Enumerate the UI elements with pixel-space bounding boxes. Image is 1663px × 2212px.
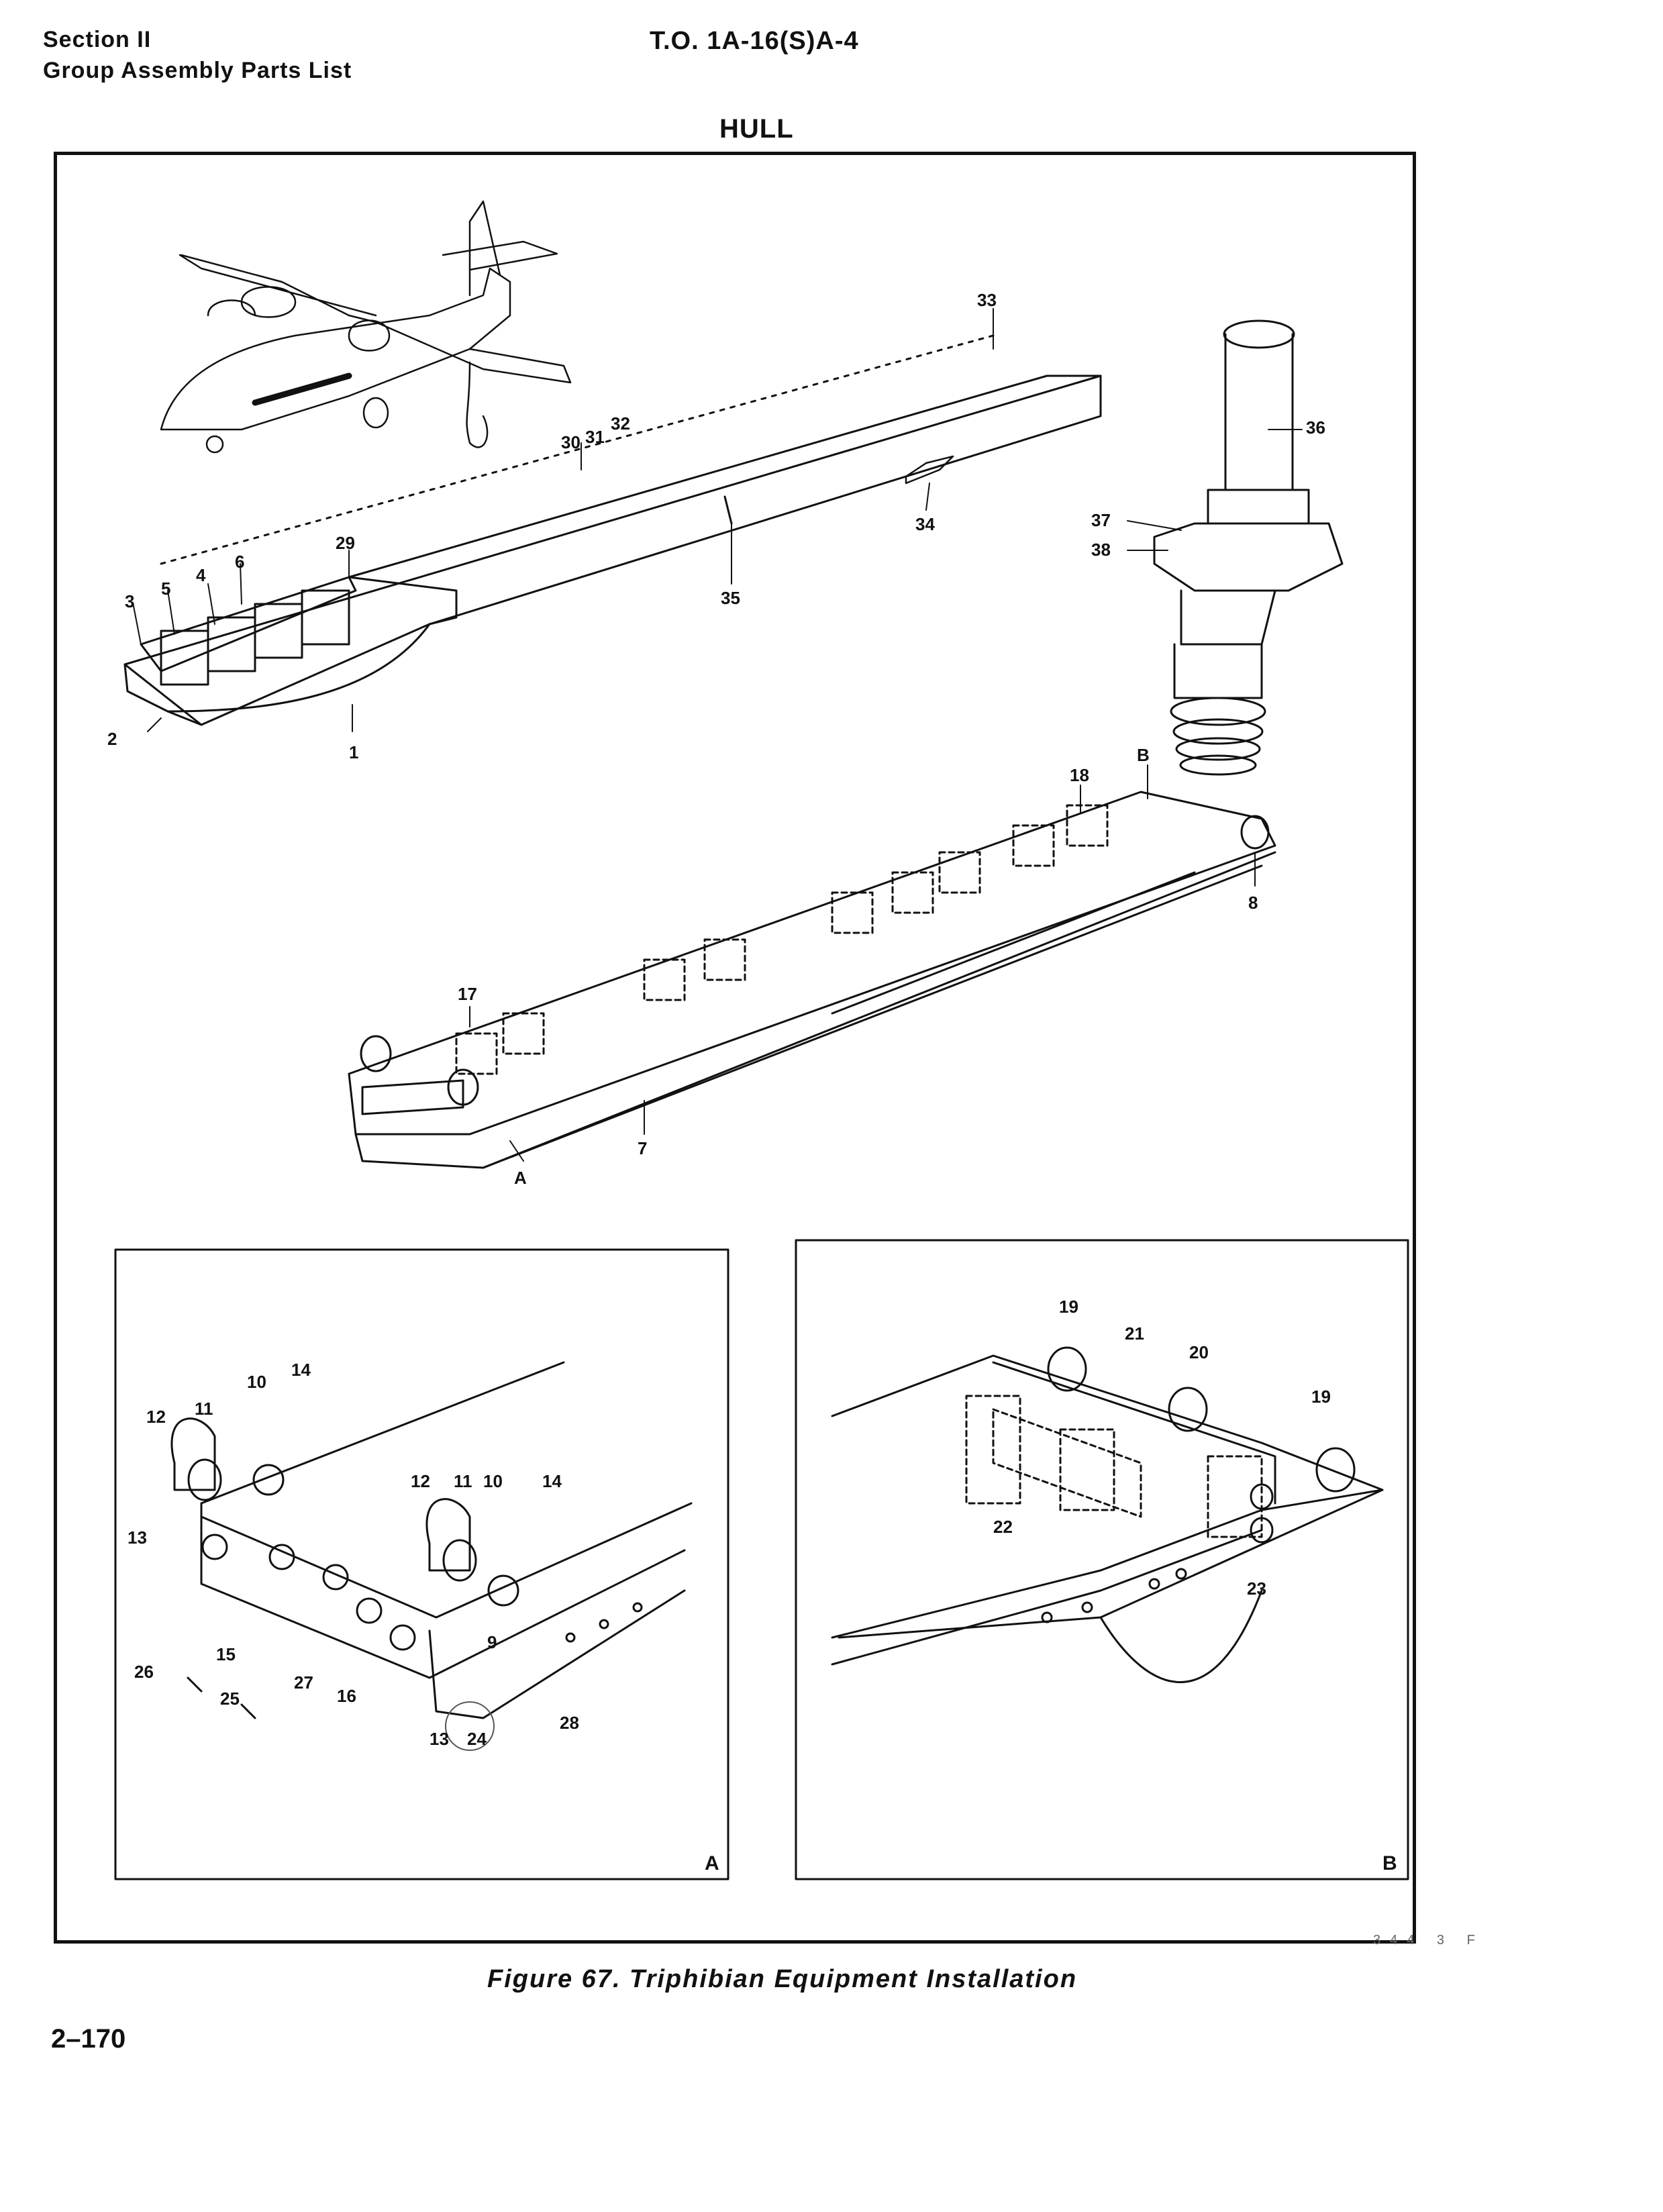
callout-b-19b: 19 xyxy=(1311,1387,1331,1407)
figure-caption: Figure 67. Triphibian Equipment Installa… xyxy=(487,1965,1078,1993)
callout-a-27: 27 xyxy=(294,1672,313,1693)
figure-frame xyxy=(54,152,1416,1944)
document-number: T.O. 1A-16(S)A-4 xyxy=(650,27,859,55)
callout-35: 35 xyxy=(721,588,740,608)
detail-a-letter: A xyxy=(705,1852,719,1874)
callout-a-24: 24 xyxy=(467,1729,487,1749)
callout-a-9: 9 xyxy=(487,1632,497,1652)
callout-18: 18 xyxy=(1070,765,1089,785)
callout-37: 37 xyxy=(1091,510,1111,530)
callout-a-15: 15 xyxy=(216,1644,236,1664)
detail-b-drawing xyxy=(831,1346,1384,1683)
callout-36: 36 xyxy=(1306,417,1325,438)
detail-a-drawing xyxy=(170,1361,693,1751)
callout-a-28: 28 xyxy=(560,1713,579,1733)
drawing-number: 344 3 F xyxy=(1373,1933,1484,1948)
callout-b-21: 21 xyxy=(1125,1323,1144,1344)
callout-33: 33 xyxy=(977,290,997,310)
detail-b-frame xyxy=(795,1239,1409,1880)
page-title: HULL xyxy=(719,114,794,144)
callout-a-14b: 14 xyxy=(542,1471,562,1491)
callout-a-10b: 10 xyxy=(483,1471,503,1491)
detail-a-frame xyxy=(114,1248,729,1880)
callout-B: B xyxy=(1137,745,1150,765)
callout-1: 1 xyxy=(349,742,358,762)
callout-30: 30 xyxy=(561,432,581,452)
callout-29: 29 xyxy=(336,533,355,553)
callout-a-16: 16 xyxy=(337,1686,356,1706)
upper-ski-assembly xyxy=(123,334,1102,726)
detail-a-callouts: 10 14 12 11 13 12 11 10 14 9 15 26 27 16… xyxy=(128,1360,719,1874)
callout-32: 32 xyxy=(611,413,630,434)
callout-b-19: 19 xyxy=(1059,1297,1078,1317)
callout-8: 8 xyxy=(1248,893,1258,913)
callout-a-11b: 11 xyxy=(454,1471,472,1491)
callout-a-25: 25 xyxy=(220,1689,240,1709)
callout-a-26: 26 xyxy=(134,1662,154,1682)
callout-b-20: 20 xyxy=(1189,1342,1209,1362)
callout-b-22: 22 xyxy=(993,1517,1013,1537)
group-heading: Group Assembly Parts List xyxy=(43,58,352,83)
callout-b-23: 23 xyxy=(1247,1578,1266,1599)
callout-4: 4 xyxy=(196,565,206,585)
section-heading: Section II xyxy=(43,27,152,52)
callout-a-12b: 12 xyxy=(411,1471,430,1491)
detail-b-callouts: 19 21 20 19 22 23 B xyxy=(993,1297,1397,1874)
callout-a-11: 11 xyxy=(195,1399,213,1419)
callout-7: 7 xyxy=(638,1138,647,1158)
callout-a-10: 10 xyxy=(247,1372,266,1392)
page-number: 2–170 xyxy=(51,2024,126,2054)
detail-b-letter: B xyxy=(1382,1852,1397,1874)
main-callouts: 1 2 3 4 5 6 29 30 31 32 33 34 35 36 37 3… xyxy=(107,290,1325,1188)
callout-A: A xyxy=(514,1168,527,1188)
callout-5: 5 xyxy=(161,579,170,599)
callout-a-12: 12 xyxy=(146,1407,166,1427)
callout-31: 31 xyxy=(585,427,605,447)
callout-2: 2 xyxy=(107,729,117,749)
callout-6: 6 xyxy=(235,552,244,572)
callout-a-14: 14 xyxy=(291,1360,311,1380)
lower-ski-assembly xyxy=(348,791,1276,1169)
callout-17: 17 xyxy=(458,984,477,1004)
callout-a-13: 13 xyxy=(128,1527,147,1548)
shock-strut xyxy=(1153,319,1344,776)
callout-38: 38 xyxy=(1091,540,1111,560)
aircraft-silhouette xyxy=(160,200,572,454)
leader-lines xyxy=(132,308,1303,1162)
callout-34: 34 xyxy=(915,514,935,534)
callout-a-13b: 13 xyxy=(430,1729,449,1749)
callout-3: 3 xyxy=(125,591,134,611)
